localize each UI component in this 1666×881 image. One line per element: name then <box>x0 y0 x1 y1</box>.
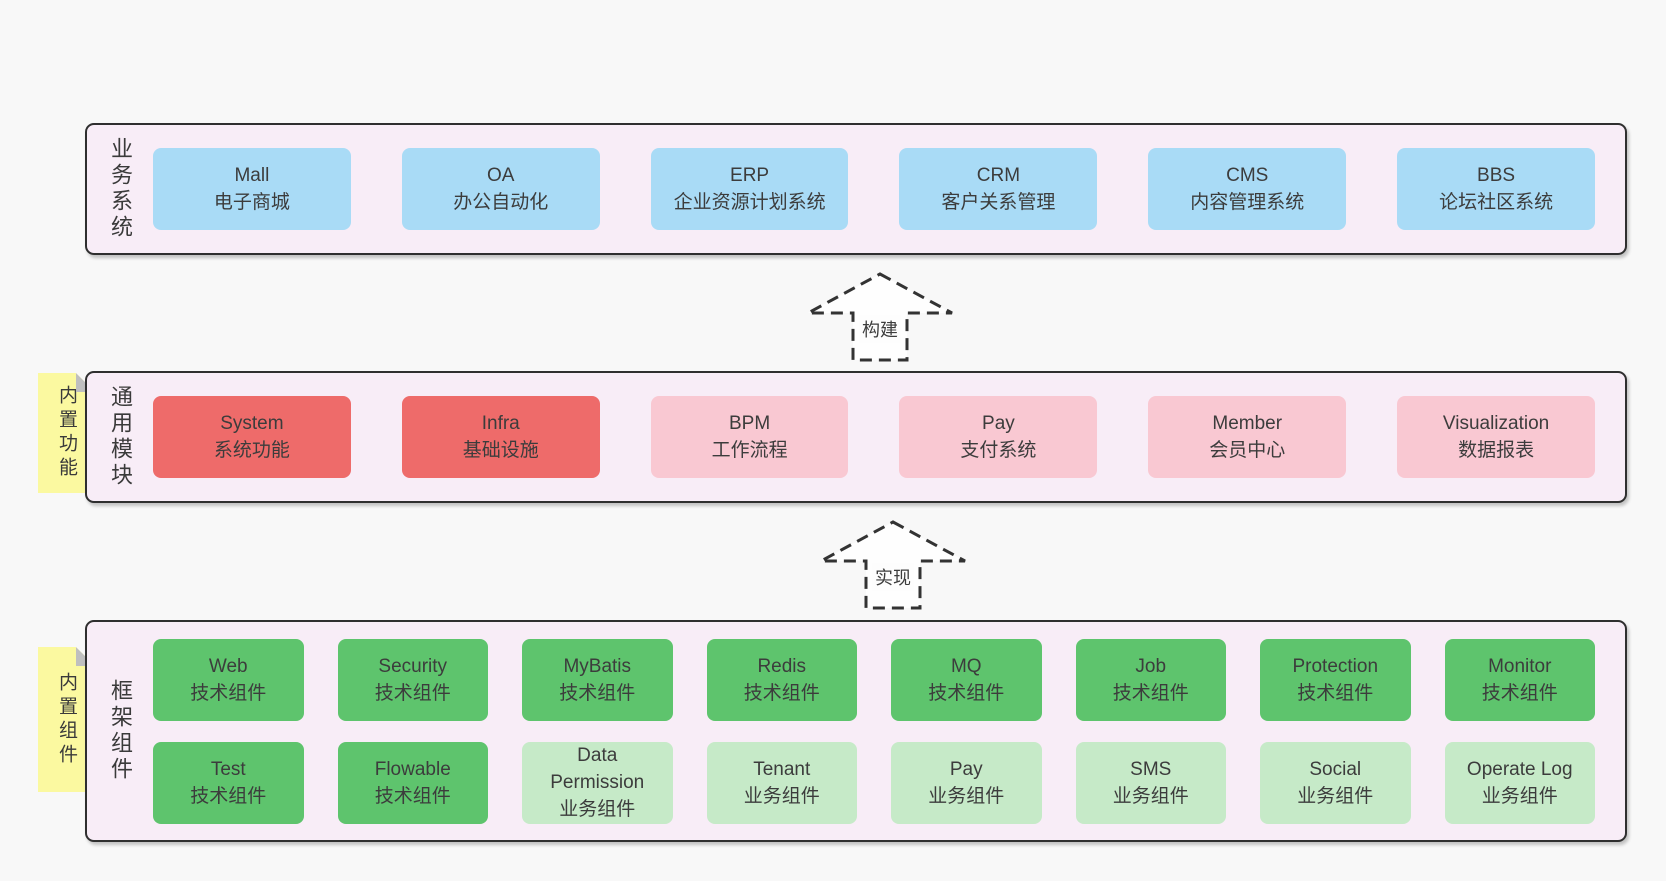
box-title: MyBatis <box>563 655 632 677</box>
box-subtitle: 技术组件 <box>1112 682 1189 704</box>
box-pay-component: Pay 业务组件 <box>891 741 1042 824</box>
band-label: 框架组件 <box>108 679 133 783</box>
box-subtitle: 技术组件 <box>1481 682 1558 704</box>
band-label: 业务系统 <box>108 137 133 241</box>
box-monitor: Monitor 技术组件 <box>1444 638 1595 721</box>
box-title: Test <box>210 758 246 780</box>
box-subtitle: 技术组件 <box>374 785 451 807</box>
box-title: Web <box>208 655 248 677</box>
box-security: Security 技术组件 <box>337 638 488 721</box>
box-protection: Protection 技术组件 <box>1260 638 1411 721</box>
box-title: BBS <box>1477 165 1516 186</box>
arrow-label: 构建 <box>859 315 901 343</box>
box-title: Member <box>1212 413 1283 434</box>
band-boxes: Mall 电子商城 OA 办公自动化 ERP 企业资源计划系统 CRM 客户关系… <box>153 125 1625 253</box>
box-mq: MQ 技术组件 <box>891 638 1042 721</box>
box-test: Test 技术组件 <box>153 741 304 824</box>
box-operate-log: Operate Log 业务组件 <box>1444 741 1595 824</box>
box-system: System 系统功能 <box>153 396 351 478</box>
box-title: Infra <box>481 413 520 434</box>
box-title: Flowable <box>374 758 451 780</box>
box-subtitle: 支付系统 <box>960 440 1037 461</box>
box-bbs: BBS 论坛社区系统 <box>1397 148 1595 230</box>
box-cms: CMS 内容管理系统 <box>1148 148 1347 230</box>
box-mybatis: MyBatis 技术组件 <box>522 638 673 721</box>
box-subtitle: 数据报表 <box>1458 440 1535 461</box>
box-subtitle: 业务组件 <box>559 799 636 820</box>
box-title: Pay <box>982 413 1015 434</box>
band-label: 通用模块 <box>108 385 133 489</box>
box-subtitle: 工作流程 <box>711 440 788 461</box>
dashed-up-arrow-build: 构建 <box>805 271 955 363</box>
box-bpm: BPM 工作流程 <box>650 396 849 478</box>
box-member: Member 会员中心 <box>1148 396 1347 478</box>
box-title: Data Permission <box>550 745 645 793</box>
box-subtitle: 业务组件 <box>928 785 1005 807</box>
box-redis: Redis 技术组件 <box>706 638 857 721</box>
box-title: CRM <box>976 165 1021 186</box>
band-common-modules: 通用模块 System 系统功能 Infra 基础设施 BPM 工作流程 Pay… <box>85 371 1627 503</box>
box-subtitle: 客户关系管理 <box>941 192 1056 213</box>
box-social: Social 业务组件 <box>1260 741 1411 824</box>
box-title: Operate Log <box>1466 758 1573 780</box>
box-title: ERP <box>730 165 770 186</box>
sticky-note-text: 内置组件 <box>56 671 77 768</box>
box-subtitle: 电子商城 <box>213 192 290 213</box>
box-subtitle: 业务组件 <box>1112 785 1189 807</box>
box-subtitle: 办公自动化 <box>453 192 549 213</box>
box-infra: Infra 基础设施 <box>401 396 600 478</box>
box-subtitle: 基础设施 <box>462 440 539 461</box>
box-title: System <box>220 413 284 434</box>
box-title: SMS <box>1130 758 1172 780</box>
box-title: CMS <box>1226 165 1269 186</box>
box-pay-module: Pay 支付系统 <box>899 396 1098 478</box>
box-subtitle: 技术组件 <box>190 682 267 704</box>
box-subtitle: 技术组件 <box>374 682 451 704</box>
box-flowable: Flowable 技术组件 <box>337 741 488 824</box>
box-web: Web 技术组件 <box>153 638 304 721</box>
box-tenant: Tenant 业务组件 <box>706 741 857 824</box>
box-subtitle: 技术组件 <box>190 785 267 807</box>
box-subtitle: 会员中心 <box>1209 440 1286 461</box>
box-subtitle: 企业资源计划系统 <box>673 192 826 213</box>
box-job: Job 技术组件 <box>1075 638 1226 721</box>
box-title: Social <box>1309 758 1362 780</box>
band-boxes: System 系统功能 Infra 基础设施 BPM 工作流程 Pay 支付系统… <box>153 373 1625 501</box>
box-title: MQ <box>950 655 982 677</box>
box-title: Job <box>1135 655 1167 677</box>
box-subtitle: 技术组件 <box>1297 682 1374 704</box>
box-subtitle: 技术组件 <box>559 682 636 704</box>
box-title: Tenant <box>753 758 811 780</box>
box-data-permission: Data Permission 业务组件 <box>522 741 673 824</box>
box-sms: SMS 业务组件 <box>1075 741 1226 824</box>
arrow-label: 实现 <box>872 563 914 591</box>
box-erp: ERP 企业资源计划系统 <box>650 148 849 230</box>
box-subtitle: 业务组件 <box>1297 785 1374 807</box>
box-title: Redis <box>757 655 807 677</box>
box-mall: Mall 电子商城 <box>153 148 351 230</box>
band-business-systems: 业务系统 Mall 电子商城 OA 办公自动化 ERP 企业资源计划系统 CRM… <box>85 123 1627 255</box>
box-subtitle: 系统功能 <box>213 440 290 461</box>
box-oa: OA 办公自动化 <box>401 148 600 230</box>
box-title: OA <box>487 165 515 186</box>
sticky-note-text: 内置功能 <box>56 385 77 481</box>
box-visualization: Visualization 数据报表 <box>1397 396 1595 478</box>
box-title: Pay <box>949 758 983 780</box>
box-title: BPM <box>728 413 771 434</box>
box-title: Mall <box>234 165 270 186</box>
box-subtitle: 业务组件 <box>1481 785 1558 807</box>
band-boxes: Web 技术组件 Security 技术组件 MyBatis 技术组件 Redi… <box>153 622 1625 840</box>
dashed-up-arrow-implement: 实现 <box>818 519 968 611</box>
box-subtitle: 业务组件 <box>743 785 820 807</box>
band-framework-components: 框架组件 Web 技术组件 Security 技术组件 MyBatis 技术组件… <box>85 620 1627 842</box>
box-subtitle: 技术组件 <box>928 682 1005 704</box>
box-title: Visualization <box>1442 413 1550 434</box>
box-title: Monitor <box>1488 655 1552 677</box>
box-subtitle: 内容管理系统 <box>1190 192 1305 213</box>
box-crm: CRM 客户关系管理 <box>899 148 1098 230</box>
box-subtitle: 技术组件 <box>743 682 820 704</box>
box-title: Protection <box>1292 655 1379 677</box>
box-title: Security <box>378 655 448 677</box>
box-subtitle: 论坛社区系统 <box>1439 192 1554 213</box>
